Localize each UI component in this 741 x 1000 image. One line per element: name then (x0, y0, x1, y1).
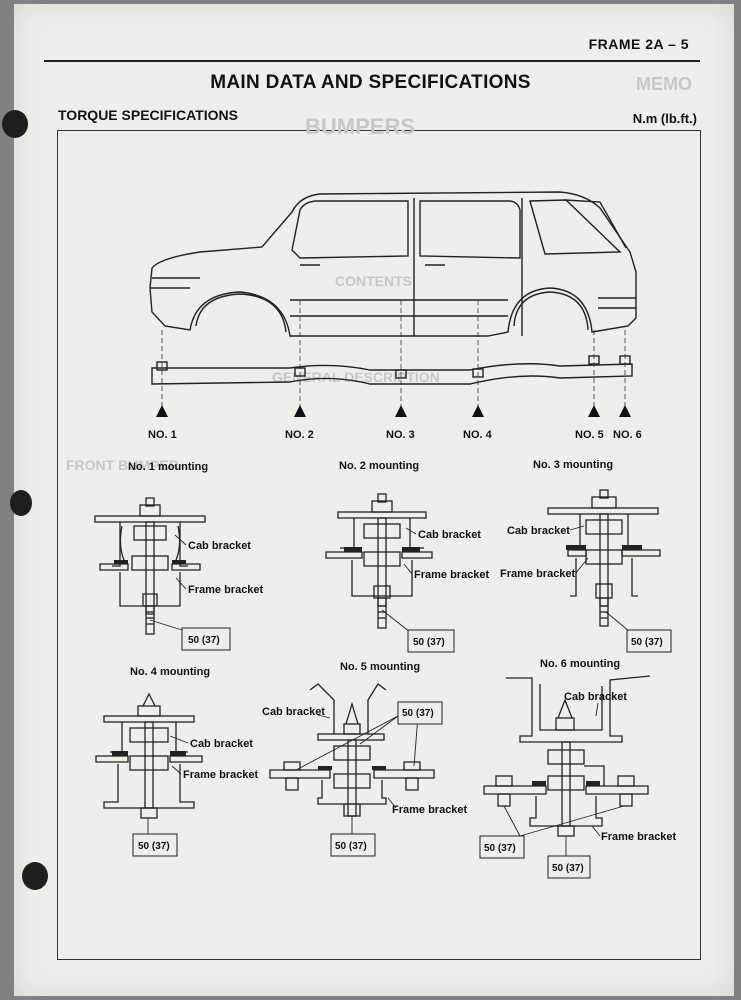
mounting-3-diagram (547, 489, 661, 627)
mounting-4-cab-label: Cab bracket (190, 738, 253, 750)
mount-marker-3 (395, 405, 407, 417)
bleed-front-bumper: FRONT BUMPER (66, 457, 179, 473)
mounting-2-torque: 50 (37) (413, 637, 445, 648)
mounting-3-frame-label: Frame bracket (500, 568, 576, 580)
mounting-5-torque-box-lower (330, 833, 376, 857)
units-label: N.m (lb.ft.) (632, 111, 697, 126)
mounting-1-diagram (94, 497, 206, 635)
mount-point-label-6: NO. 6 (613, 429, 642, 441)
section-title: TORQUE SPECIFICATIONS (58, 107, 238, 123)
mounting-5-cab-label: Cab bracket (262, 706, 325, 718)
mounting-4-frame-label: Frame bracket (183, 769, 259, 781)
mounting-5-torque-upper: 50 (37) (402, 708, 434, 719)
vehicle-diagram (149, 191, 637, 337)
mounting-3-torque-box (626, 629, 672, 653)
mount-point-label-1: NO. 1 (148, 429, 177, 441)
mount-marker-4 (472, 405, 484, 417)
manual-page (14, 4, 734, 996)
mounting-2-diagram (325, 493, 433, 629)
mounting-5-torque-lower: 50 (37) (335, 841, 367, 852)
mount-point-label-4: NO. 4 (463, 429, 493, 441)
mounting-6-diagram (483, 675, 651, 837)
mounting-2-cab-label: Cab bracket (418, 529, 481, 541)
mounting-3-cab-label: Cab bracket (507, 525, 570, 537)
mounting-1-torque-box (181, 627, 231, 651)
header-rule (44, 60, 700, 62)
mounting-6-torque-center: 50 (37) (552, 863, 584, 874)
mount-marker-6 (619, 405, 631, 417)
bleed-general: GENERAL DESCRIPTION (272, 369, 440, 385)
mount-marker-1 (156, 405, 168, 417)
figure-frame (57, 130, 701, 960)
mounting-1-frame-label: Frame bracket (188, 584, 264, 596)
mounting-4-torque: 50 (37) (138, 841, 170, 852)
mounting-2-torque-box (407, 629, 455, 653)
mount-marker-2 (294, 405, 306, 417)
main-title: MAIN DATA AND SPECIFICATIONS (210, 72, 531, 93)
mounting-6-torque-side: 50 (37) (484, 843, 516, 854)
mounting-5-title: No. 5 mounting (340, 661, 420, 673)
mount-marker-5 (588, 405, 600, 417)
mount-drop-lines (161, 300, 626, 410)
bleed-memo: MEMO (636, 74, 692, 94)
mounting-4-title: No. 4 mounting (130, 666, 210, 678)
mounting-6-frame-label: Frame bracket (601, 831, 677, 843)
mounting-3-title: No. 3 mounting (533, 459, 613, 471)
binder-hole-middle (10, 490, 32, 516)
mounting-6-torque-box-center (547, 855, 591, 879)
mounting-2-title: No. 2 mounting (339, 460, 419, 472)
mounting-1-cab-label: Cab bracket (188, 540, 251, 552)
mounting-5-frame-label: Frame bracket (392, 804, 468, 816)
binder-hole-top (2, 110, 28, 138)
mounting-1-torque: 50 (37) (188, 635, 220, 646)
page-header: FRAME 2A – 5 (588, 36, 689, 52)
mounting-2-frame-label: Frame bracket (414, 569, 490, 581)
mounting-5-torque-box-upper (397, 701, 443, 725)
binder-hole-bottom (22, 862, 48, 890)
bleed-contents: CONTENTS (335, 273, 412, 289)
mount-point-markers (156, 405, 631, 417)
mounting-4-torque-box (132, 833, 178, 857)
mounting-4-diagram (95, 692, 203, 819)
mounting-1-title: No. 1 mounting (128, 461, 208, 473)
mount-point-label-3: NO. 3 (386, 429, 415, 441)
mounting-6-torque-box-side (479, 835, 525, 859)
bleed-bumpers: BUMPERS (305, 114, 415, 139)
mount-point-label-5: NO. 5 (575, 429, 604, 441)
mounting-6-cab-label: Cab bracket (564, 691, 627, 703)
mounting-3-torque: 50 (37) (631, 637, 663, 648)
mounting-6-title: No. 6 mounting (540, 658, 620, 670)
mount-point-label-2: NO. 2 (285, 429, 314, 441)
